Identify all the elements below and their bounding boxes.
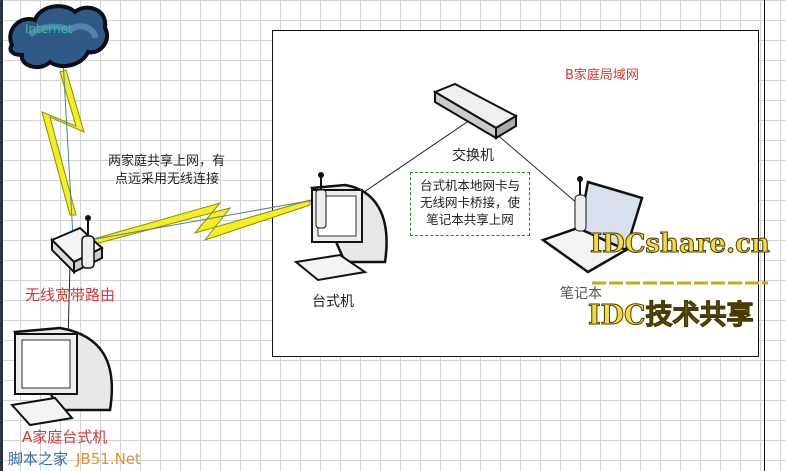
- internet-link-line: [61, 41, 75, 256]
- desktop-b-label: 台式机: [312, 294, 354, 310]
- desktop-a-label: A家庭台式机: [22, 428, 108, 446]
- switch-label: 交换机: [452, 148, 494, 164]
- watermark-site: IDCshare.cn: [590, 229, 771, 260]
- laptop-icon: [540, 176, 644, 274]
- wireless-router-icon: [50, 215, 104, 275]
- desktop-b-computer-icon: [293, 172, 388, 282]
- router-to-desktop-link: [67, 264, 71, 341]
- bridge-note-line1: 台式机本地网卡与: [419, 178, 520, 193]
- internet-cloud-icon: [8, 4, 109, 70]
- watermark-name: IDC技术共享: [588, 299, 755, 331]
- page-edge: [764, 0, 765, 471]
- wireless-note-line1: 两家庭共享上网，有: [108, 154, 226, 169]
- desktop-a-computer-icon: [10, 326, 114, 427]
- bridge-note: 台式机本地网卡与 无线网卡桥接，使 笔记本共享上网: [410, 172, 530, 236]
- left-border: [0, 0, 3, 471]
- laptop-label: 笔记本: [560, 286, 602, 302]
- bridge-note-line3: 笔记本共享上网: [426, 212, 514, 227]
- wireless-link-internet: [41, 69, 85, 216]
- lan-b-title: B家庭局域网: [565, 68, 639, 83]
- bridge-note-line2: 无线网卡桥接，使: [419, 195, 520, 210]
- wireless-note-line2: 点远采用无线连接: [115, 172, 220, 187]
- switch-to-desktop-link: [344, 119, 471, 206]
- router-label: 无线宽带路由: [25, 286, 116, 304]
- jb51-watermark-url: JB51.Net: [76, 450, 141, 468]
- jb51-watermark-cn: 脚本之家: [8, 450, 69, 468]
- cloud-label: Internet: [25, 22, 73, 36]
- wireless-link-lan: [88, 199, 311, 245]
- lan-link-line: [89, 197, 326, 241]
- network-switch-icon: [432, 82, 519, 140]
